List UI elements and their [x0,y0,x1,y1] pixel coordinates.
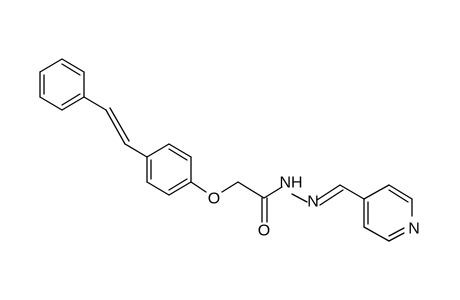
bond-ch-pyridine [339,184,365,200]
bond-pyridine-inner-3 [388,227,405,237]
bond-phenyl-3 [61,96,85,111]
bond-benzene-5 [146,181,170,196]
bond-benzene-2 [168,143,192,158]
amide-nh-label: NH [279,175,302,192]
bond-benzene-inner-1 [168,148,188,161]
bond-nh-n [291,193,308,203]
bond-vinyl-1 [83,96,107,111]
bond-n-ch [316,184,341,201]
bond-pyridine-inner-1 [388,189,409,203]
bond-carbonyl-nh [263,186,283,199]
pyridine-nitrogen-label: N [408,221,420,238]
bond-ch2-carbonyl [237,181,265,199]
bond-benzene-4 [168,181,192,196]
bond-benzene-inner-2 [168,178,188,191]
bond-aryl-oxygen [190,181,207,193]
bonds-group [39,58,413,242]
bond-vinyl-2 [124,143,148,158]
bond-phenyl-4 [39,96,63,111]
bond-benzene-1 [146,143,170,158]
bond-phenyl-inner-2 [61,93,81,106]
bond-pyridine-5 [363,226,390,242]
bond-pyridine-4 [388,232,405,242]
bond-n-ch-double [319,189,344,206]
hydrazone-nitrogen-label: N [307,194,319,211]
bond-phenyl-6 [39,58,63,73]
bond-oxygen-ch2 [221,181,239,193]
ether-oxygen-label: O [208,191,220,208]
carbonyl-oxygen-label: O [258,223,270,240]
bond-phenyl-1 [61,58,85,73]
atom-labels-group: O O NH N N [208,175,420,240]
bond-vinyl-double-a [105,109,126,145]
bond-pyridine-1 [363,184,390,200]
bond-vinyl-double-b [109,107,130,142]
bond-phenyl-inner-1 [61,63,81,76]
bond-pyridine-2 [388,184,413,200]
